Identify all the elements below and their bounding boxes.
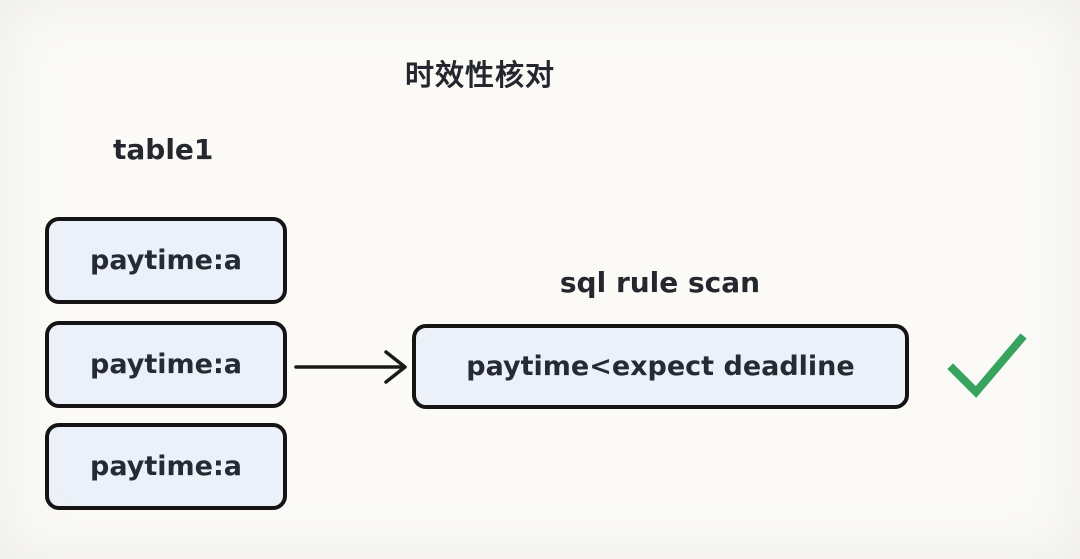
table1-label: table1	[113, 133, 214, 166]
table-row: paytime:a	[45, 423, 287, 510]
table-row-label: paytime:a	[90, 349, 242, 380]
diagram-title: 时效性核对	[404, 58, 556, 92]
sql-rule-box: paytime<expect deadline	[412, 324, 909, 409]
sql-rule-text: paytime<expect deadline	[466, 351, 855, 382]
table-row-label: paytime:a	[90, 451, 242, 482]
arrow-right-icon	[294, 350, 407, 384]
sql-rule-scan-label: sql rule scan	[559, 266, 761, 299]
checkmark-icon	[947, 333, 1027, 398]
table-row: paytime:a	[45, 217, 287, 304]
table-row-label: paytime:a	[90, 245, 242, 276]
table-row: paytime:a	[45, 321, 287, 408]
